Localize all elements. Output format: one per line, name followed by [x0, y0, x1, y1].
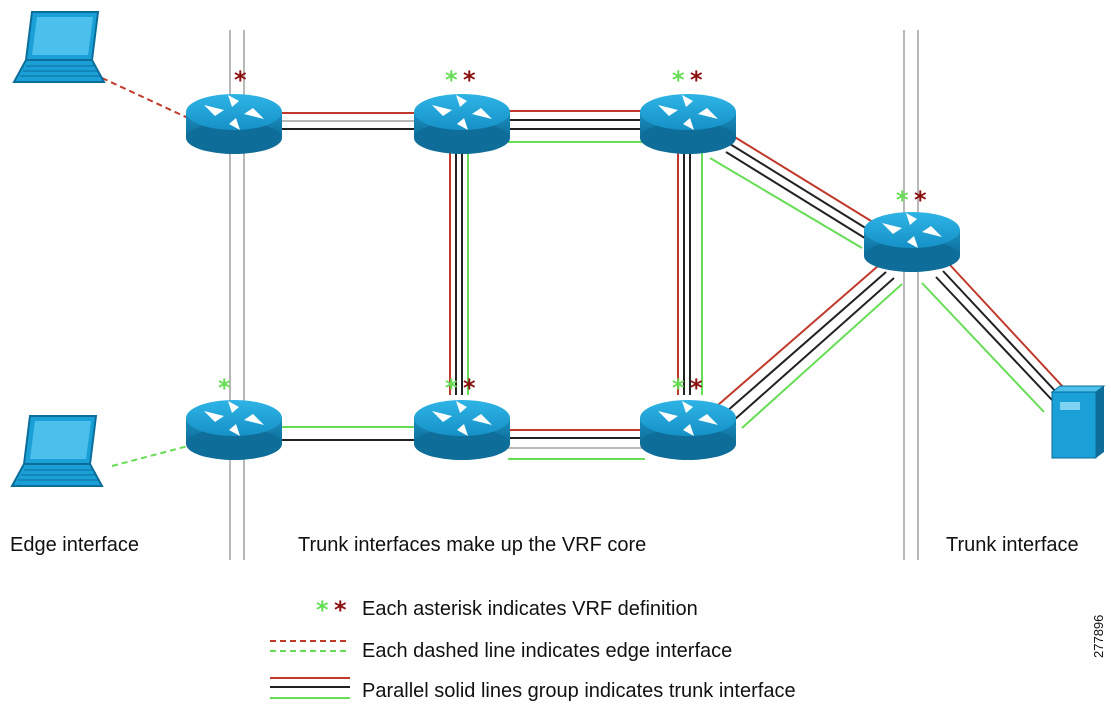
edge-link-top	[101, 77, 189, 119]
vrf-asterisks: * * * * * * * * * * * *	[218, 66, 927, 402]
legend-solid-text: Parallel solid lines group indicates tru…	[362, 680, 796, 702]
server-icon	[1050, 385, 1106, 459]
asterisk-icon: *	[463, 66, 476, 94]
laptop-icon	[11, 415, 103, 487]
asterisk-icon: *	[463, 374, 476, 402]
asterisk-icon: *	[445, 66, 458, 94]
router-icon	[414, 94, 510, 154]
asterisk-icon: *	[672, 66, 685, 94]
asterisk-icon: *	[896, 186, 909, 214]
boundary-lines	[229, 30, 919, 560]
router-icon	[414, 400, 510, 460]
asterisk-icon: *	[234, 66, 247, 94]
router-icon	[186, 400, 282, 460]
legend-dashed-text: Each dashed line indicates edge interfac…	[362, 640, 732, 662]
legend: * * Each asterisk indicates VRF definiti…	[270, 596, 796, 702]
asterisk-icon: *	[690, 374, 703, 402]
edge-interface-label: Edge interface	[10, 534, 139, 556]
edge-links	[101, 77, 189, 467]
trunk-core-label: Trunk interfaces make up the VRF core	[298, 534, 646, 556]
edge-link-bottom	[111, 445, 189, 467]
asterisk-icon: *	[914, 186, 927, 214]
router-icon	[640, 400, 736, 460]
asterisk-icon: *	[690, 66, 703, 94]
trunk-links	[280, 110, 1065, 460]
trunk-interface-label: Trunk interface	[946, 534, 1079, 556]
asterisk-icon: *	[672, 374, 685, 402]
figure-id: 277896	[1091, 615, 1106, 658]
router-icon	[640, 94, 736, 154]
legend-asterisk-text: Each asterisk indicates VRF definition	[362, 598, 698, 620]
laptop-icon	[13, 11, 105, 83]
router-icon	[186, 94, 282, 154]
asterisk-icon: *	[334, 596, 347, 624]
asterisk-icon: *	[316, 596, 329, 624]
asterisk-icon: *	[445, 374, 458, 402]
asterisk-icon: *	[218, 374, 231, 402]
router-icon	[864, 212, 960, 272]
